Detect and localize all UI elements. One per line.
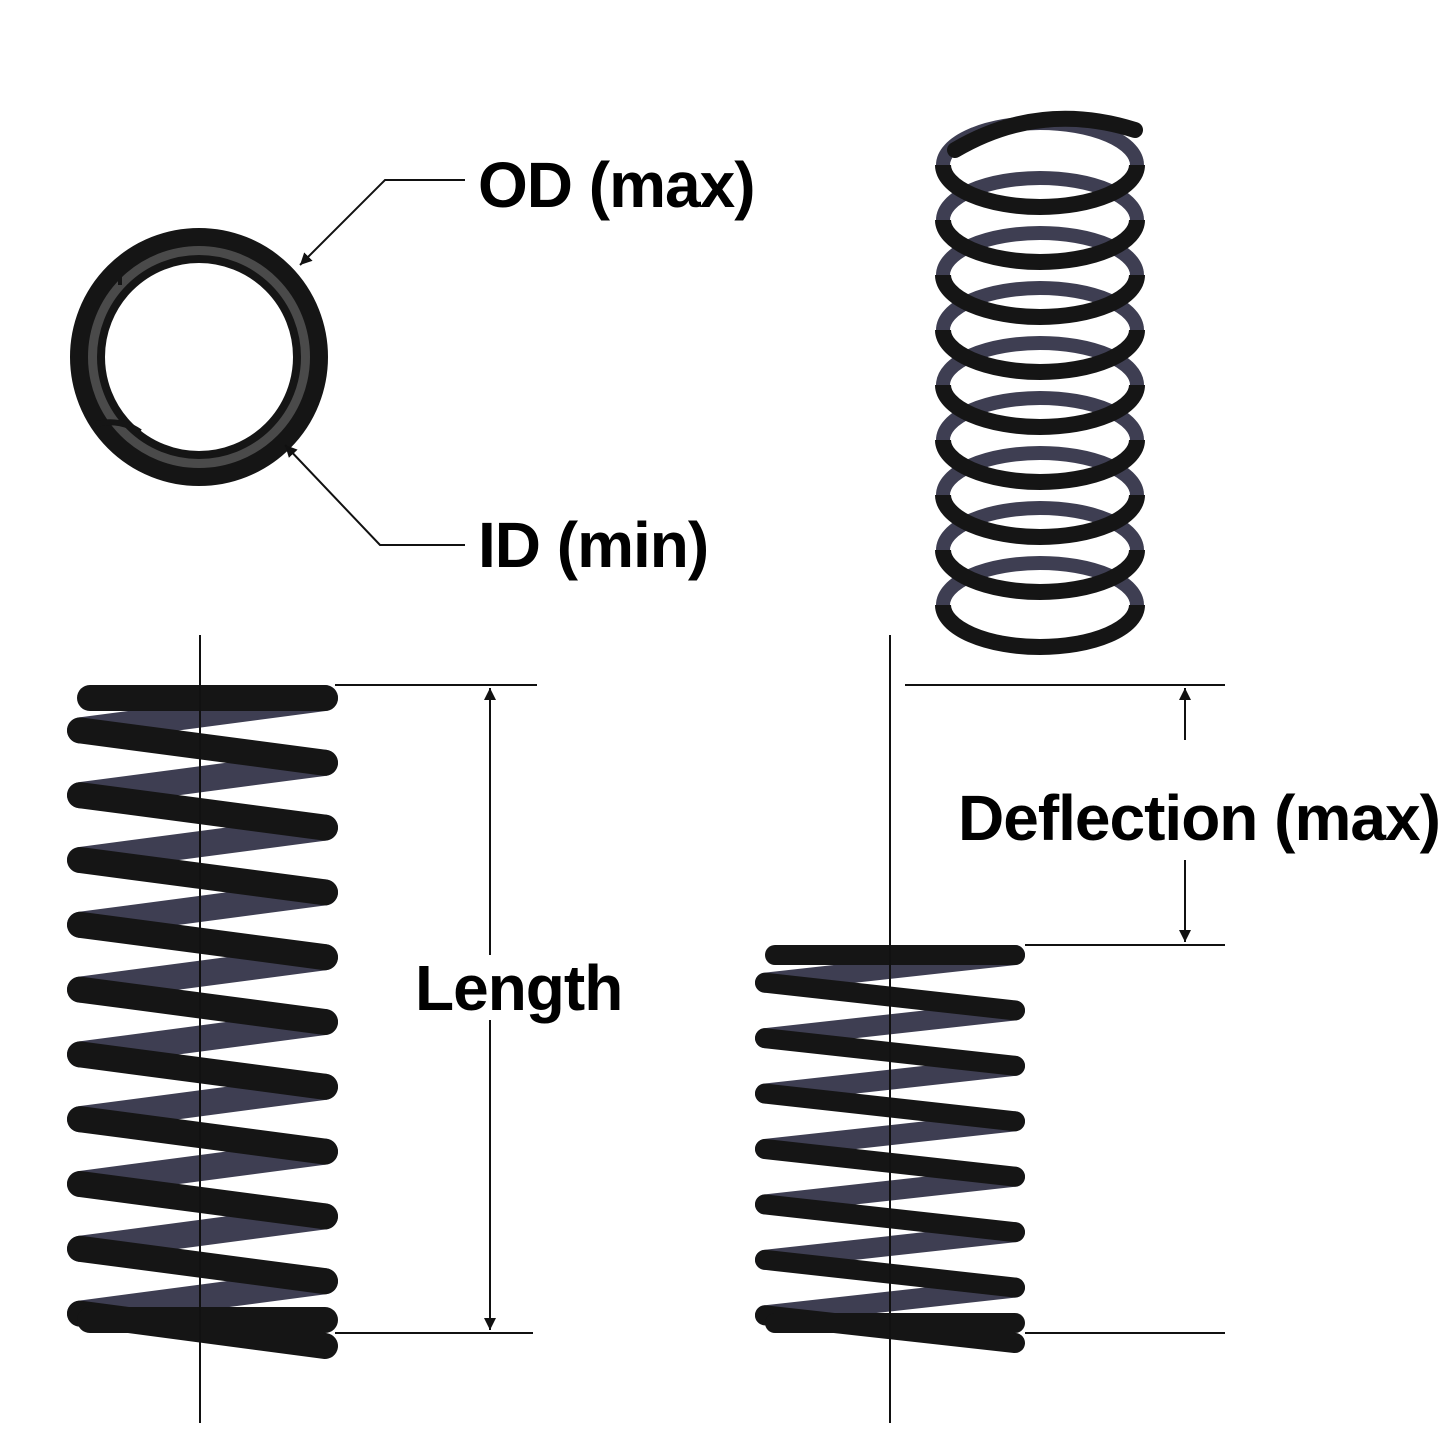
- iso-coil-front: [935, 274, 1145, 325]
- spring-isometric-view: [935, 110, 1145, 655]
- free-spring-front-strand: [67, 911, 338, 971]
- free-spring-front-strand: [67, 976, 338, 1035]
- length-label: Length: [415, 952, 622, 1024]
- iso-coil-front: [935, 384, 1145, 435]
- free-spring-front-strand: [67, 717, 338, 776]
- iso-coil-front: [935, 494, 1145, 545]
- ring-inner-opening: [97, 255, 301, 459]
- spring-free-length-view: [67, 685, 338, 1359]
- id-label: ID (min): [478, 509, 708, 581]
- spring-top-view: [70, 228, 328, 486]
- free-spring-front-strand: [67, 847, 338, 906]
- free-spring-front-strand: [67, 1106, 338, 1165]
- ring-seam-bottom: [95, 419, 142, 435]
- od-label: OD (max): [478, 149, 755, 221]
- iso-coil-front: [935, 604, 1145, 655]
- iso-coil-front: [935, 164, 1145, 215]
- iso-coil-front: [935, 219, 1145, 270]
- iso-coil-front: [935, 549, 1145, 600]
- iso-coil-front: [935, 439, 1145, 490]
- iso-coil-top-end: [947, 110, 1143, 158]
- deflection-label: Deflection (max): [958, 782, 1440, 854]
- id-leader: [284, 444, 465, 546]
- free-spring-front-strand: [67, 1235, 338, 1295]
- free-spring-front-strand: [67, 1171, 338, 1230]
- od-leader: [299, 179, 465, 266]
- free-spring-front-strand: [67, 782, 338, 841]
- iso-coil-front: [935, 329, 1145, 380]
- free-spring-front-strand: [67, 1041, 338, 1100]
